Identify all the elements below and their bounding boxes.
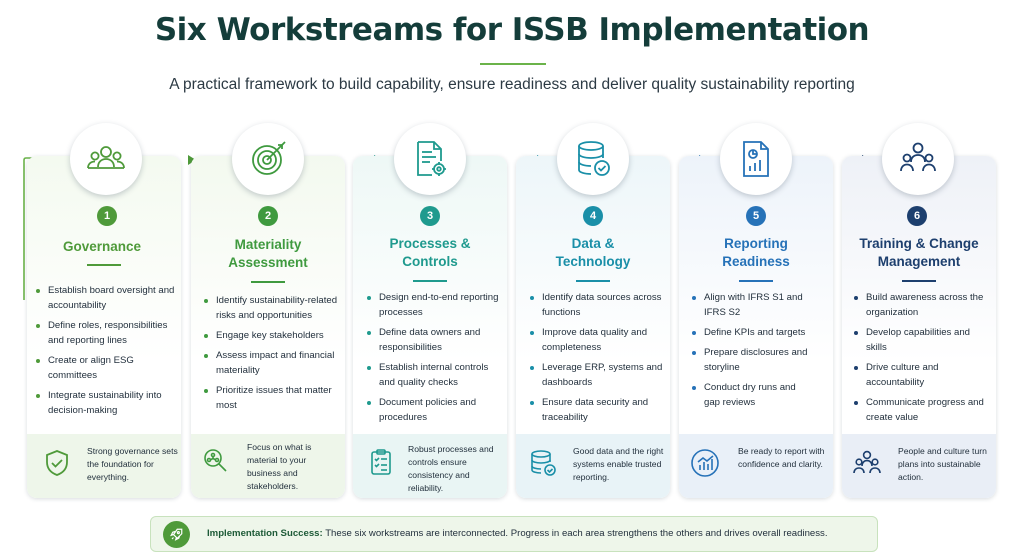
implementation-success-banner: Implementation Success: These six workst… — [150, 516, 878, 552]
report-chart-icon — [743, 141, 769, 177]
processes-icon-circle — [394, 123, 466, 195]
governance-icon-circle — [70, 123, 142, 195]
workstream-title: Governance — [62, 239, 142, 254]
list-item: Develop capabilities and skills — [853, 325, 993, 355]
workstream-card-reporting — [679, 156, 833, 498]
list-item: Prioritize issues that matter most — [203, 383, 343, 413]
list-item: Drive culture and accountability — [853, 360, 993, 390]
page-title: Six Workstreams for ISSB Implementation — [154, 12, 870, 48]
step-number-badge: 5 — [746, 206, 766, 226]
magnifier-network-icon — [204, 449, 227, 472]
step-number-badge: 3 — [420, 206, 440, 226]
list-item: Establish internal controls and quality … — [366, 360, 506, 390]
growth-chart-icon — [691, 449, 719, 477]
list-item: Assess impact and financial materiality — [203, 348, 343, 378]
list-item: Align with IFRS S1 and IFRS S2 — [691, 290, 813, 320]
list-item: Engage key stakeholders — [203, 328, 343, 343]
list-item: Create or align ESG committees — [35, 353, 175, 383]
title-underline — [87, 264, 121, 266]
workstream-title: Data & Technology — [555, 236, 631, 269]
list-item: Prepare disclosures and storyline — [691, 345, 813, 375]
workstream-footer-note: People and culture turn plans into susta… — [898, 446, 987, 482]
team-icon — [900, 142, 936, 172]
list-item: Define KPIs and targets — [691, 325, 813, 340]
step-number-badge: 4 — [583, 206, 603, 226]
training-bullet-list: Build awareness across the organization … — [853, 290, 993, 430]
list-item: Ensure data security and traceability — [529, 395, 669, 425]
list-item: Identify data sources across functions — [529, 290, 669, 320]
workstream-footer-note: Focus on what is material to your busine… — [247, 442, 312, 491]
step-number-badge: 6 — [907, 206, 927, 226]
title-underline — [413, 280, 447, 282]
training-icon-circle — [882, 123, 954, 195]
success-text: These six workstreams are interconnected… — [322, 528, 828, 539]
workstream-footer-note: Strong governance sets the foundation fo… — [87, 446, 178, 482]
list-item: Define data owners and responsibilities — [366, 325, 506, 355]
list-item: Leverage ERP, systems and dashboards — [529, 360, 669, 390]
workstream-footer-note: Be ready to report with confidence and c… — [738, 446, 825, 469]
list-item: Communicate progress and create value — [853, 395, 993, 425]
data-bullet-list: Identify data sources across functions I… — [529, 290, 669, 430]
success-message: Implementation Success: These six workst… — [207, 528, 871, 539]
rocket-icon — [163, 521, 190, 548]
shield-check-icon — [46, 450, 68, 476]
title-underline — [739, 280, 773, 282]
title-underline — [480, 63, 546, 65]
reporting-bullet-list: Align with IFRS S1 and IFRS S2 Define KP… — [691, 290, 813, 415]
clipboard-checklist-icon — [371, 449, 391, 475]
success-label: Implementation Success: — [207, 528, 323, 539]
list-item: Integrate sustainability into decision-m… — [35, 388, 175, 418]
title-underline — [251, 281, 285, 283]
target-icon — [252, 141, 286, 175]
workstream-card-data — [516, 156, 670, 498]
step-number-badge: 2 — [258, 206, 278, 226]
workstream-footer-note: Good data and the right systems enable t… — [573, 446, 664, 482]
list-item: Identify sustainability-related risks an… — [203, 293, 343, 323]
workstream-title: Processes & Controls — [389, 236, 471, 269]
workstream-title: Training & Change Management — [859, 236, 979, 269]
list-item: Design end-to-end reporting processes — [366, 290, 506, 320]
reporting-icon-circle — [720, 123, 792, 195]
governance-bullet-list: Establish board oversight and accountabi… — [35, 283, 175, 423]
list-item: Conduct dry runs and gap reviews — [691, 380, 813, 410]
workstream-title: Materiality Assessment — [228, 237, 308, 270]
document-gear-icon — [417, 141, 446, 176]
list-item: Build awareness across the organization — [853, 290, 993, 320]
list-item: Document policies and procedures — [366, 395, 506, 425]
data-icon-circle — [557, 123, 629, 195]
list-item: Define roles, responsibilities and repor… — [35, 318, 175, 348]
processes-bullet-list: Design end-to-end reporting processes De… — [366, 290, 506, 430]
people-group-icon — [87, 146, 125, 169]
database-check-icon — [531, 450, 556, 476]
page-subtitle: A practical framework to build capabilit… — [169, 76, 855, 93]
workstream-footer-note: Robust processes and controls ensure con… — [408, 444, 494, 493]
workstream-title: Reporting Readiness — [722, 236, 790, 269]
database-check-icon — [578, 141, 610, 176]
title-underline — [902, 280, 936, 282]
step-number-badge: 1 — [97, 206, 117, 226]
materiality-icon-circle — [232, 123, 304, 195]
materiality-bullet-list: Identify sustainability-related risks an… — [203, 293, 343, 418]
list-item: Improve data quality and completeness — [529, 325, 669, 355]
team-icon — [853, 450, 881, 474]
list-item: Establish board oversight and accountabi… — [35, 283, 175, 313]
title-underline — [576, 280, 610, 282]
